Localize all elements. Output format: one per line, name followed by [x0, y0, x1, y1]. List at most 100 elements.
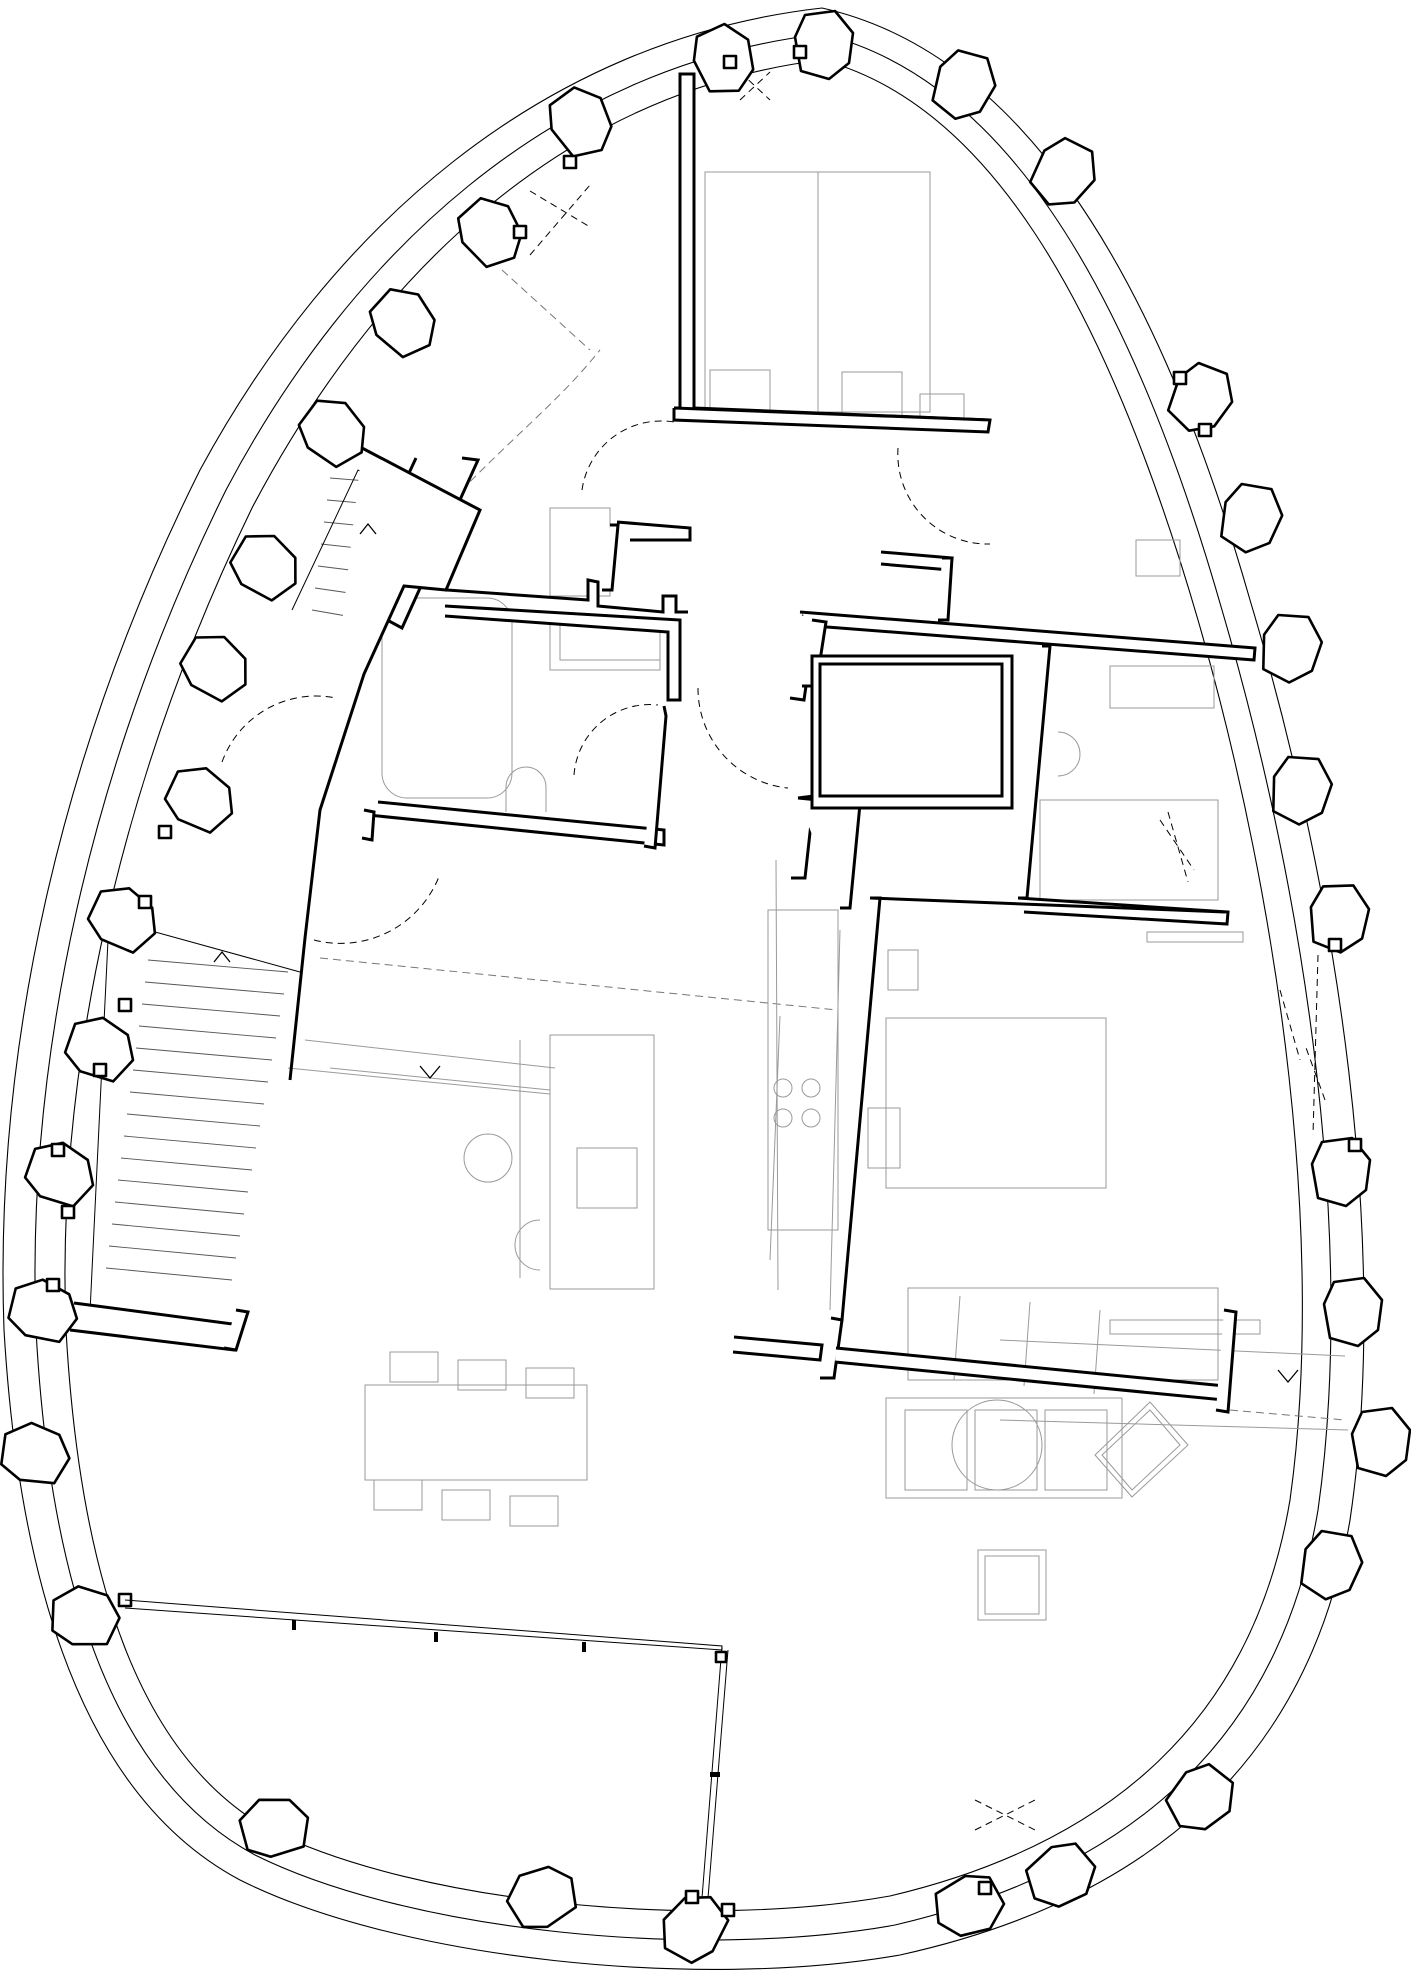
bath-door [573, 704, 659, 776]
window-jamb-10 [92, 1062, 108, 1078]
lower-stair-tread-11 [117, 1179, 249, 1193]
kitchen-island [549, 1034, 655, 1290]
window-swing-3 [1279, 989, 1326, 1101]
direction-arrow-2 [213, 950, 231, 963]
dining-table [364, 1384, 588, 1481]
stove-burner-4 [801, 1108, 821, 1128]
column-pier-7 [368, 287, 436, 359]
bathtub [381, 597, 513, 799]
interior-wall-24 [732, 1335, 824, 1362]
interior-wall-13 [880, 550, 954, 572]
interior-wall-8 [602, 523, 620, 592]
direction-arrow-3 [419, 1065, 441, 1080]
column-pier-32 [662, 1895, 730, 1965]
armchair-2-seat [984, 1555, 1040, 1615]
toilet-left [505, 766, 547, 812]
column-pier-19 [1310, 1136, 1372, 1208]
direction-arrow-4 [1277, 1369, 1299, 1384]
lower-stair-tread-10 [120, 1157, 253, 1171]
furniture [287, 171, 1349, 1621]
shelf-rail [1109, 1319, 1261, 1335]
stove-burner-1 [773, 1078, 793, 1098]
stair-door [221, 695, 345, 763]
pillow-2 [841, 371, 903, 417]
guide-line-6 [999, 1419, 1349, 1431]
corridor-arc-end [501, 269, 591, 351]
kitchen-counter [767, 909, 839, 1231]
column-pier-31 [505, 1865, 578, 1929]
column-pier-26 [51, 1585, 121, 1646]
dining-chair-2 [457, 1359, 507, 1391]
washroom-unit [1039, 799, 1219, 901]
window-jamb-11 [50, 1142, 66, 1158]
column-pier-3 [931, 49, 997, 120]
bed [885, 1017, 1107, 1189]
lobby-door [313, 873, 441, 944]
corridor-line [329, 1067, 551, 1091]
kitchen-line [775, 859, 779, 1291]
interior-wall-6 [444, 604, 682, 702]
column-pier-29 [1024, 1842, 1097, 1908]
column-pier-20 [23, 1141, 95, 1208]
interior-wall-15 [799, 610, 1257, 662]
interior-wall-22 [869, 896, 1226, 914]
window-jamb-13 [45, 1277, 61, 1293]
guide-line-3 [769, 1015, 781, 1261]
window-jamb-6 [1197, 422, 1213, 438]
lower-stair-tread-6 [132, 1069, 269, 1083]
interior-wall-14 [938, 556, 954, 622]
corridor-arc [451, 349, 601, 501]
lower-stair-tread-7 [129, 1091, 265, 1105]
window-swing-2 [1312, 954, 1319, 1136]
entry-door-bed-1 [581, 420, 675, 491]
terrace-post-3 [582, 1642, 586, 1652]
column-pier-16 [1309, 884, 1371, 954]
window-jamb-2 [792, 44, 808, 60]
floor-lamp [463, 1133, 513, 1183]
guide-line-1 [304, 1039, 556, 1069]
column-pier-13 [179, 635, 247, 703]
window-jamb-9 [117, 997, 133, 1013]
column-pier-21 [7, 1278, 79, 1344]
column-pier-24 [1350, 1406, 1411, 1478]
column-pier-4 [548, 86, 613, 158]
direction-arrows [213, 522, 1299, 1384]
lower-stair-tread-14 [108, 1245, 237, 1259]
window-jamb-15 [1327, 937, 1343, 953]
column-pier-27 [1164, 1762, 1235, 1831]
terrace-rail-top [124, 1599, 723, 1651]
column-pier-22 [1322, 1276, 1384, 1348]
bedside-2 [867, 1107, 901, 1169]
column-pier-6 [456, 196, 523, 269]
interior-wall-28 [223, 1308, 250, 1352]
column-pier-23 [0, 1421, 71, 1485]
dining-chair-1 [389, 1351, 439, 1383]
balcony-boundary [1229, 1409, 1346, 1421]
terrace [124, 1599, 729, 1899]
interior-wall-11 [643, 705, 668, 850]
lower-stair-tread-5 [135, 1047, 273, 1061]
interior-wall-25 [834, 1346, 1227, 1402]
entry-door-bed-2 [897, 447, 991, 545]
cabinet [1135, 539, 1181, 577]
lower-stair-tread-8 [126, 1113, 261, 1127]
terrace-corner [714, 1650, 728, 1664]
window-jamb-17 [977, 1880, 993, 1896]
armchair-1-seat [1101, 1409, 1181, 1491]
armchair-1 [1094, 1401, 1189, 1498]
lower-stair-tread-1 [147, 959, 289, 973]
lower-stair-tread-15 [105, 1267, 233, 1281]
window-jamb-8 [137, 894, 153, 910]
interior-wall-17 [1018, 644, 1052, 900]
terrace-post-2 [434, 1632, 438, 1642]
column-pier-28 [238, 1798, 310, 1859]
window-jamb-4 [512, 224, 528, 240]
direction-arrow-1 [359, 522, 377, 535]
interior-wall-16 [802, 618, 828, 688]
window-jamb-1 [722, 54, 738, 70]
guide-line-7 [999, 1339, 1346, 1357]
column-pier-1 [793, 9, 855, 81]
interior-wall-9 [367, 800, 666, 847]
toilet-right [1057, 731, 1081, 777]
hall-door [697, 687, 789, 789]
